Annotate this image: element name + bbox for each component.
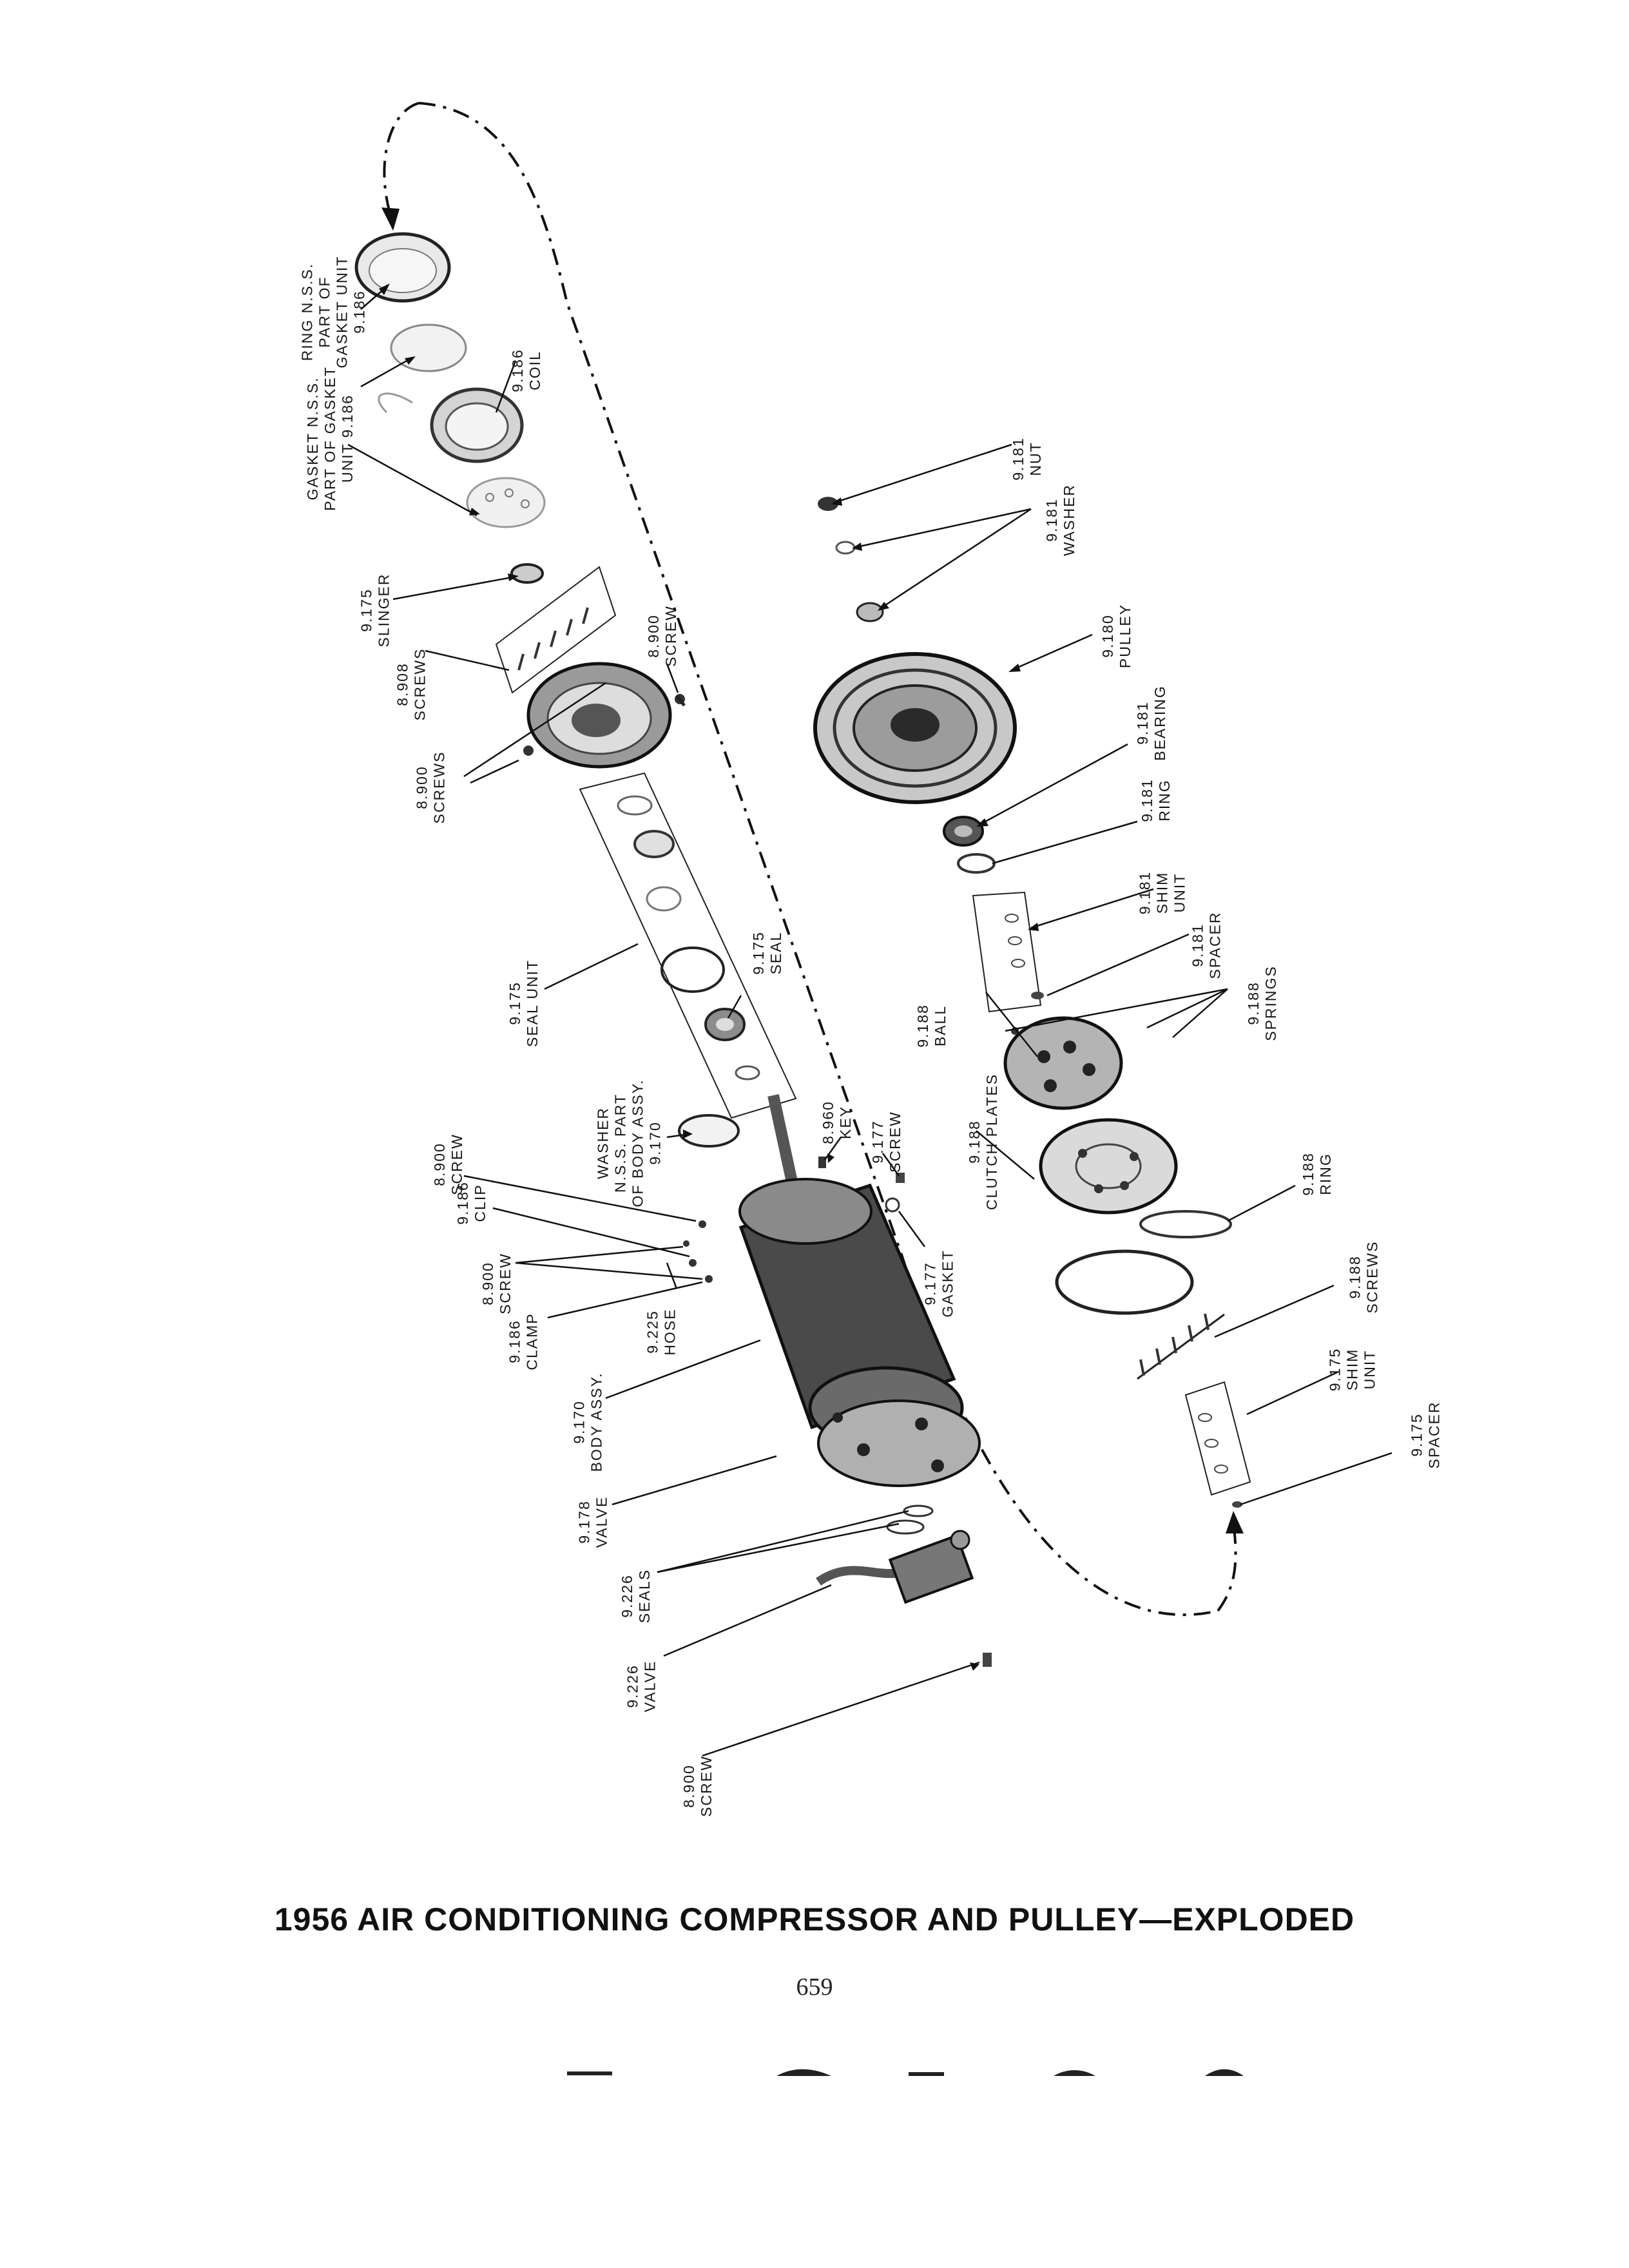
part-spacer-9181 <box>1031 992 1044 999</box>
part-screw-8900-top <box>675 695 686 707</box>
part-ring-9188 <box>1139 1210 1232 1238</box>
page-number: 659 <box>796 1974 833 2001</box>
part-key <box>818 1157 826 1168</box>
footer-scan-marks <box>567 2069 1244 2076</box>
part-valve-assembly <box>815 1504 974 1604</box>
part-pulley <box>813 652 1017 804</box>
part-slinger <box>510 563 544 584</box>
part-small-screws-left <box>683 1220 713 1283</box>
part-screws-8908 <box>495 566 617 694</box>
bottom-curve-arrow <box>1217 1526 1237 1612</box>
part-spacer-9175 <box>1232 1501 1242 1508</box>
part-seal-unit-panel <box>579 772 797 1119</box>
part-large-ring <box>1055 1249 1194 1315</box>
part-shim-panel-9181 <box>972 891 1042 1013</box>
part-gasket-lower <box>466 477 546 528</box>
part-clutch-plate <box>1039 1118 1178 1215</box>
part-nut <box>818 497 838 511</box>
part-washer-small <box>835 541 884 622</box>
part-shim-panel-9175 <box>1184 1381 1251 1496</box>
figure-title: 1956 AIR CONDITIONING COMPRESSOR AND PUL… <box>274 1901 1355 1937</box>
top-arrow-head <box>381 207 400 231</box>
part-washer-body <box>678 1114 740 1148</box>
leader-lines <box>347 286 1393 1757</box>
part-bearing <box>943 816 984 847</box>
part-front-plate <box>523 662 685 769</box>
top-curve-arrow <box>383 102 419 213</box>
part-screw-bottom <box>983 1653 992 1667</box>
part-coil <box>430 387 524 463</box>
leader-arrowheads <box>379 284 1039 1671</box>
part-ring <box>354 232 451 303</box>
part-screws-9188 <box>1137 1313 1225 1380</box>
part-compressor-body <box>738 1094 981 1487</box>
bottom-arrow-head <box>1226 1511 1244 1533</box>
